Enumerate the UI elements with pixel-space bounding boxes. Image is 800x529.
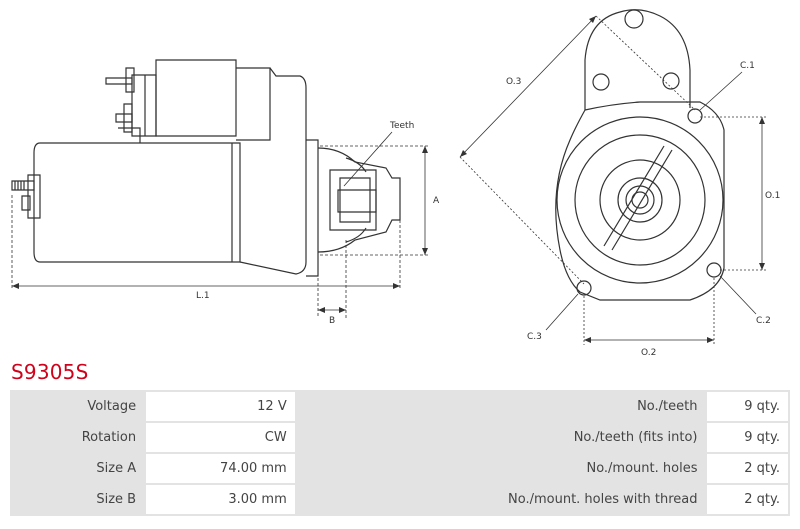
spec-value: 9 qty. (707, 423, 788, 452)
label-o3: O.3 (506, 77, 521, 87)
spec-label: No./teeth (296, 392, 706, 421)
motor-body (33, 142, 241, 263)
flange (555, 101, 725, 301)
spec-value: 2 qty. (707, 485, 788, 514)
mount-hole-c2 (706, 262, 722, 278)
spec-value: 3.00 mm (146, 485, 295, 514)
pinion-housing (317, 147, 401, 253)
technical-drawing: Teeth A B L.1 O.1 O.2 O.3 C.1 C.2 C.3 (11, 9, 780, 358)
table-row: Size A 74.00 mm No./mount. holes 2 qty. (12, 454, 788, 483)
product-code: S9305S (11, 360, 89, 384)
spec-label: Rotation (12, 423, 145, 452)
spec-value: 2 qty. (707, 454, 788, 483)
label-l1: L.1 (196, 291, 210, 301)
spec-label: Voltage (12, 392, 145, 421)
spec-table: Voltage 12 V No./teeth 9 qty. Rotation C… (10, 390, 790, 516)
table-row: Voltage 12 V No./teeth 9 qty. (12, 392, 788, 421)
label-o1: O.1 (765, 191, 780, 201)
label-c3: C.3 (527, 332, 542, 342)
mount-hole-c3 (576, 280, 592, 296)
spec-value: 12 V (146, 392, 295, 421)
spec-label: Size B (12, 485, 145, 514)
spec-label: No./mount. holes (296, 454, 706, 483)
spec-label: Size A (12, 454, 145, 483)
mount-hole-c1 (687, 108, 703, 124)
spec-label: No./teeth (fits into) (296, 423, 706, 452)
spec-value: 74.00 mm (146, 454, 295, 483)
label-c1: C.1 (740, 61, 755, 71)
label-b: B (329, 316, 335, 326)
label-teeth: Teeth (389, 121, 414, 131)
spec-value: 9 qty. (707, 392, 788, 421)
spec-label: No./mount. holes with thread (296, 485, 706, 514)
label-a: A (433, 196, 440, 206)
solenoid (155, 59, 237, 137)
label-o2: O.2 (641, 348, 656, 358)
spec-value: CW (146, 423, 295, 452)
table-row: Size B 3.00 mm No./mount. holes with thr… (12, 485, 788, 514)
label-c2: C.2 (756, 316, 771, 326)
table-row: Rotation CW No./teeth (fits into) 9 qty. (12, 423, 788, 452)
mounting-ear (584, 9, 691, 110)
